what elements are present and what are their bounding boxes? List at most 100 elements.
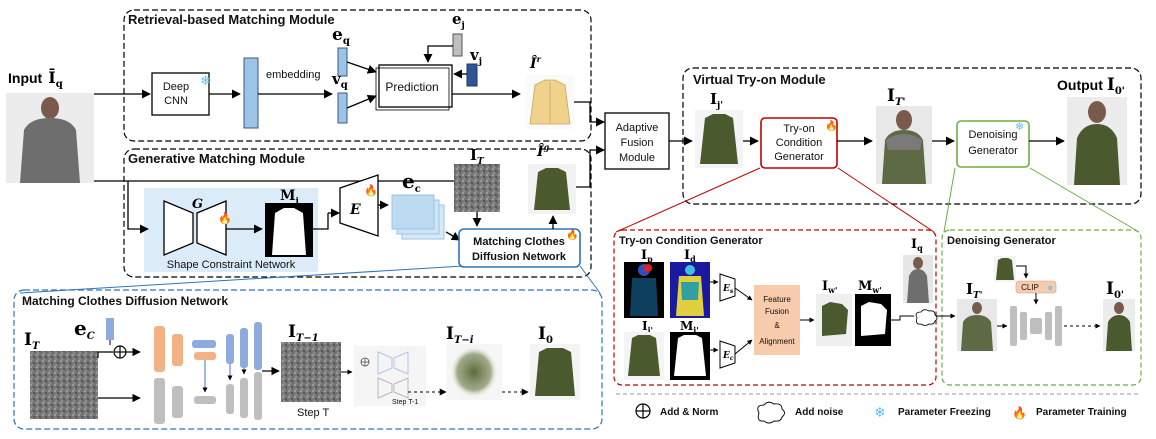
tcg-person-image	[903, 255, 933, 303]
dg-it-symbol: IT'	[966, 280, 982, 301]
pose-map-image	[624, 262, 664, 318]
tr-symbol: Îr	[529, 54, 542, 72]
step-t-label: Step T	[297, 407, 329, 419]
add-noise-icon-tcg	[915, 309, 938, 326]
mcdn-clean-shirt	[530, 344, 580, 400]
tcg-label-3: Generator	[774, 151, 824, 163]
dg-output-image	[1103, 299, 1135, 351]
deep-cnn-box	[151, 72, 210, 116]
snowflake-icon-clip: ❄	[1047, 284, 1054, 293]
retrieved-jacket-image	[526, 75, 574, 129]
e-label: E	[349, 202, 361, 218]
clip-label: CLIP	[1021, 283, 1039, 292]
tcg-ip-symbol: Ip	[641, 248, 653, 264]
embedding-label: embedding	[266, 69, 320, 81]
tcg-label-2: Condition	[776, 137, 822, 149]
shape-net-label: Shape Constraint Network	[167, 259, 296, 271]
dg-box	[956, 120, 1030, 168]
mcdn-iti-symbol: IT−i	[446, 324, 474, 346]
mcdn-step-image	[281, 342, 341, 402]
legend-add-norm: Add & Norm	[660, 407, 718, 418]
tcg-box	[760, 117, 838, 169]
ff-label-1: Feature	[763, 295, 791, 304]
tcg-detail-border	[613, 229, 937, 386]
tcg-ij-symbol: Ij'	[642, 319, 653, 335]
tcg-mj-symbol: Mj'	[680, 319, 699, 335]
snowflake-icon: ❄	[200, 73, 211, 88]
mi-symbol: Mi	[280, 188, 300, 207]
input-photo	[6, 93, 94, 183]
tcg-ec-symbol: Ec	[722, 351, 734, 362]
flame-icon-tcg: 🔥	[825, 119, 837, 132]
mcdn-label-2: Diffusion Network	[472, 251, 567, 263]
legend-freezing: Parameter Freezing	[898, 407, 991, 418]
eq-symbol: eq	[332, 25, 350, 47]
warped-cloth-image	[816, 294, 852, 346]
vto-module-border	[682, 67, 1142, 205]
vq-vector	[337, 92, 348, 124]
vj-symbol: vj	[469, 46, 482, 67]
mask-image	[265, 203, 313, 257]
ej-vector	[452, 33, 463, 57]
step-t1-label: Step T-1	[392, 399, 418, 406]
output-photo	[1067, 97, 1127, 185]
ff-label-3: &	[774, 321, 780, 330]
legend-add-noise: Add noise	[795, 407, 844, 418]
ec-encoder	[719, 340, 736, 369]
tg-symbol: Îg	[536, 142, 550, 160]
embedding-bar	[243, 57, 259, 129]
mcdn-detail-title: Matching Clothes Diffusion Network	[22, 294, 228, 308]
mini-unet-step	[354, 346, 426, 406]
mcdn-ec-vector	[106, 318, 114, 340]
retrieval-title: Retrieval-based Matching Module	[128, 12, 335, 27]
mcdn-i0-symbol: I0	[538, 324, 553, 346]
dg-label-1: Denoising	[969, 129, 1018, 141]
ec-symbol: ec	[402, 169, 421, 195]
tcg-iw-symbol: Iw'	[822, 279, 837, 295]
tcg-detail-title: Try-on Condition Generator	[619, 235, 763, 247]
densepose-image	[670, 262, 710, 318]
generative-module-border	[123, 148, 592, 278]
vto-title: Virtual Try-on Module	[693, 72, 826, 87]
vj-vector	[466, 63, 478, 87]
prediction-box	[378, 64, 453, 108]
fusion-label-3: Module	[619, 152, 655, 164]
dg-i0-symbol: I0'	[1106, 279, 1124, 301]
mcdn-label-1: Matching Clothes	[473, 236, 565, 248]
tcg-iq-symbol: Iq	[911, 237, 923, 253]
flame-icon-g: 🔥	[218, 212, 232, 225]
noise-image-top	[454, 164, 500, 212]
vq-symbol: vq	[331, 70, 348, 91]
vto-shirt-image	[695, 110, 743, 168]
tcg-es-symbol: Es	[722, 284, 734, 295]
ec-feature-stack	[391, 194, 445, 240]
mcdn-it-symbol: IT	[24, 330, 41, 352]
legend-training: Parameter Training	[1036, 407, 1127, 418]
g-label: G	[192, 197, 203, 212]
ij-symbol: Ij'	[710, 90, 723, 111]
ff-label-4: Alignment	[759, 337, 795, 346]
ff-label-2: Fusion	[765, 307, 789, 316]
generated-shirt-image	[528, 164, 576, 214]
tcg-mask-image	[670, 332, 710, 380]
coarse-tryon-image	[876, 106, 932, 184]
unet-top-branch	[154, 322, 262, 372]
tcg-mw-symbol: Mw'	[858, 279, 882, 295]
tcg-shirt-image	[624, 332, 664, 380]
mcdn-box	[458, 228, 581, 268]
feature-fusion-box	[754, 285, 800, 355]
flame-icon-mcdn: 🔥	[566, 228, 578, 241]
dg-detail-border	[941, 229, 1142, 386]
unet-bottom-branch	[154, 372, 262, 424]
tcg-label-1: Try-on	[783, 123, 814, 135]
add-norm-icon-mcdn	[113, 345, 127, 359]
ej-symbol: ej	[452, 10, 465, 31]
mcdn-noise-image	[30, 351, 98, 419]
flame-icon-e: 🔥	[364, 184, 378, 197]
it-symbol: IT	[470, 146, 485, 167]
it2-symbol: IT'	[887, 86, 905, 108]
